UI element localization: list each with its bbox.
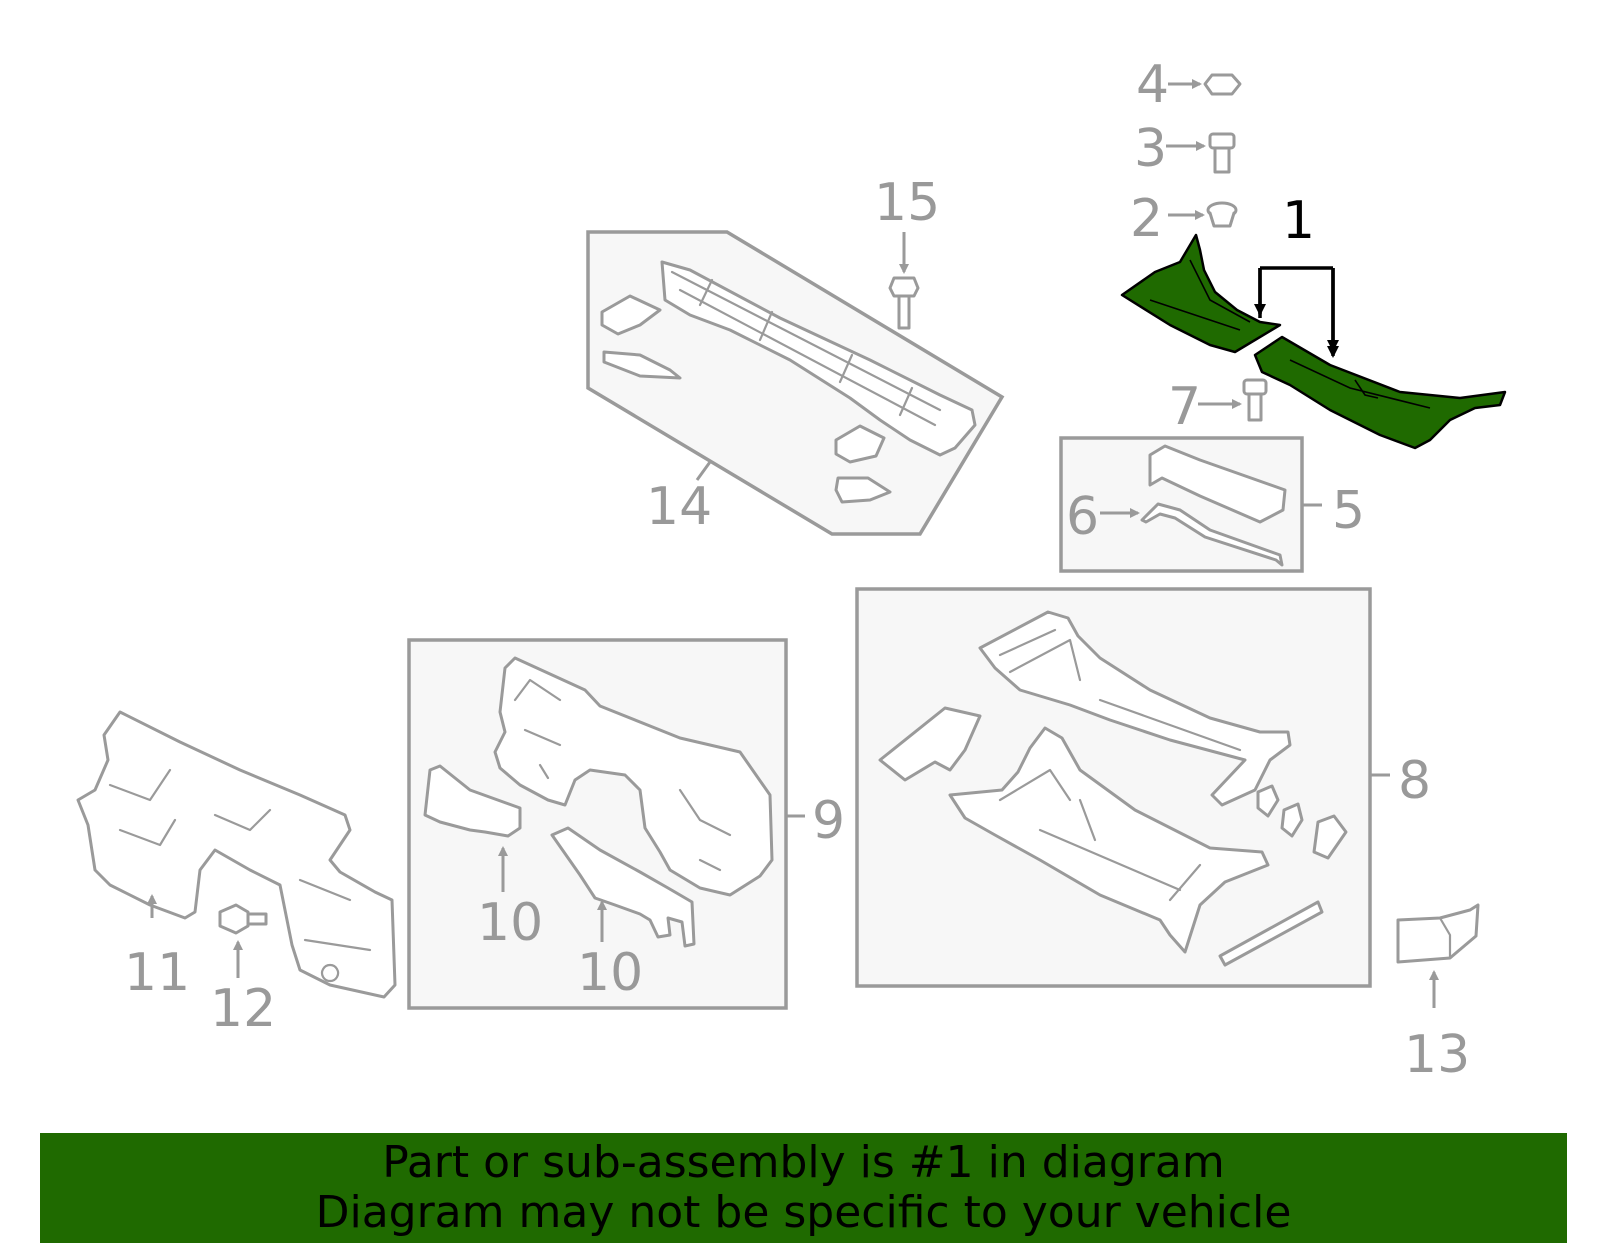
- info-banner: Part or sub-assembly is #1 in diagram Di…: [40, 1133, 1567, 1243]
- part-15-bolt: [888, 232, 920, 330]
- part-2-clip: [1168, 201, 1238, 228]
- part-1-cowl-panel[interactable]: [1120, 233, 1507, 450]
- callout-15: 15: [874, 173, 940, 233]
- callout-14: 14: [646, 477, 712, 537]
- callout-11: 11: [124, 943, 190, 1003]
- part-1-leader: [1254, 266, 1333, 356]
- callout-13: 13: [1404, 1025, 1470, 1085]
- banner-line-2: Diagram may not be specific to your vehi…: [315, 1187, 1292, 1238]
- part-9-box: [407, 638, 805, 1010]
- callout-2: 2: [1130, 189, 1163, 249]
- callout-3: 3: [1134, 119, 1167, 179]
- callout-9: 9: [812, 791, 845, 851]
- callout-6: 6: [1066, 487, 1099, 547]
- part-12-bolt: [218, 903, 268, 978]
- part-13-bracket: [1396, 903, 1480, 1008]
- part-14-box: [586, 230, 1005, 536]
- part-11-insulator: [76, 710, 397, 999]
- callout-1: 1: [1282, 191, 1315, 251]
- part-5-box: [1059, 436, 1322, 573]
- callout-4: 4: [1136, 55, 1169, 115]
- part-4-nut: [1168, 73, 1242, 96]
- part-8-box: [855, 587, 1390, 988]
- callout-8: 8: [1398, 751, 1431, 811]
- callout-7: 7: [1168, 377, 1201, 437]
- banner-line-1: Part or sub-assembly is #1 in diagram: [382, 1137, 1225, 1188]
- callout-5: 5: [1332, 481, 1365, 541]
- part-3-bolt: [1166, 132, 1236, 174]
- part-7-bolt: [1198, 378, 1268, 422]
- callout-10a: 10: [477, 893, 543, 953]
- callout-12: 12: [210, 979, 276, 1039]
- callout-10b: 10: [577, 943, 643, 1003]
